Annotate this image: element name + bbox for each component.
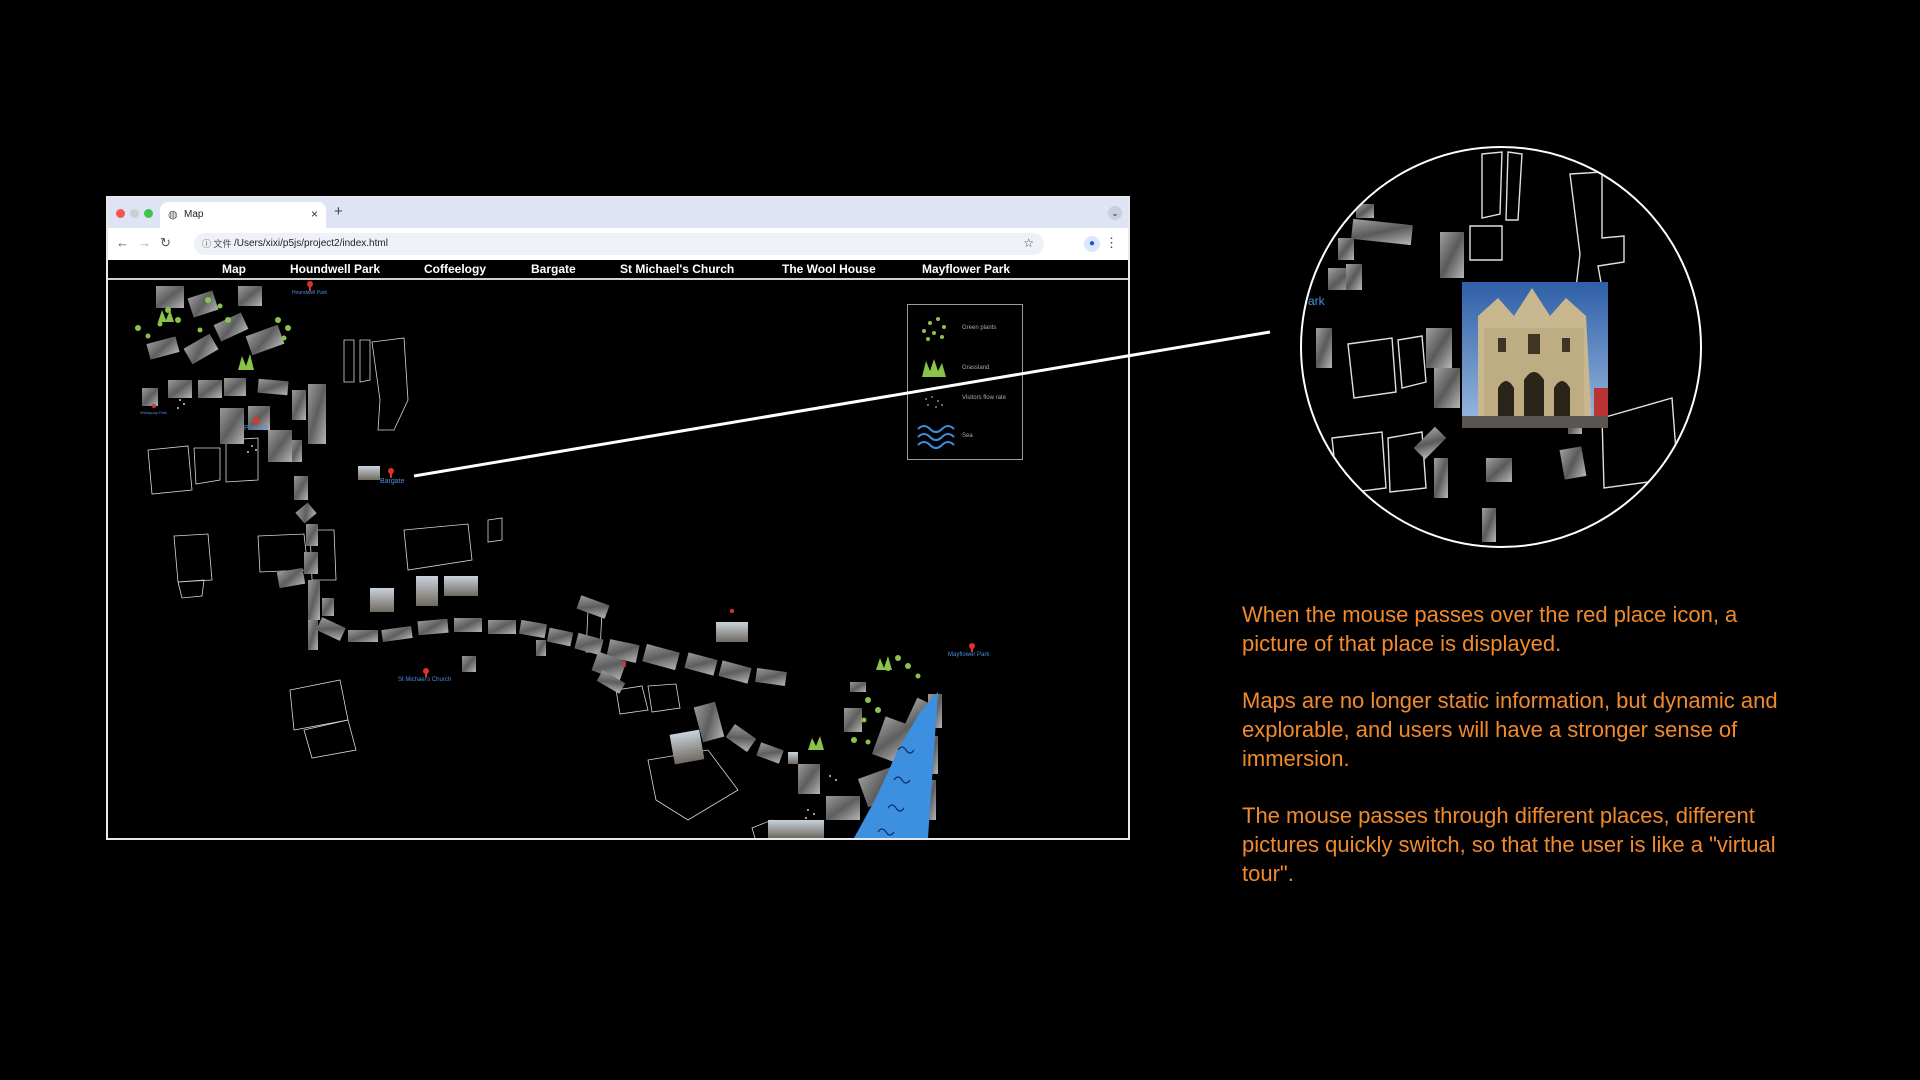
sea-icon bbox=[917, 425, 955, 449]
visitor-flow-dots bbox=[177, 399, 837, 819]
close-window-button[interactable] bbox=[116, 209, 125, 218]
browser-window: ◍ Map × + ⌄ ← → ↻ ⓘ 文件 /Users/xixi/p5js/… bbox=[106, 196, 1130, 840]
note-paragraph-1: When the mouse passes over the red place… bbox=[1242, 602, 1738, 656]
tab-bar: ◍ Map × + ⌄ bbox=[108, 198, 1128, 228]
browser-toolbar: ← → ↻ ⓘ 文件 /Users/xixi/p5js/project2/ind… bbox=[108, 228, 1128, 261]
forward-icon[interactable]: → bbox=[138, 235, 151, 250]
browser-menu-icon[interactable]: ⋮ bbox=[1105, 235, 1118, 250]
label-bargate: Bargate bbox=[380, 478, 405, 485]
sea-area bbox=[854, 692, 938, 838]
nav-item-houndwell-park[interactable]: Houndwell Park bbox=[290, 262, 381, 276]
legend-label-sea: Sea bbox=[962, 433, 973, 439]
profile-avatar-icon[interactable]: ● bbox=[1084, 236, 1100, 252]
pin-tudor bbox=[622, 663, 626, 667]
pin-westquay bbox=[152, 404, 156, 408]
globe-icon: ◍ bbox=[168, 209, 178, 221]
legend-label-green-plants: Green plants bbox=[962, 325, 997, 331]
note-paragraph-2: Maps are no longer static information, b… bbox=[1242, 688, 1778, 771]
legend-label-visitors-flow: Visitors flow rate bbox=[962, 395, 1006, 401]
place-pins[interactable] bbox=[152, 281, 975, 677]
nav-item-st-michaels-church[interactable]: St Michael's Church bbox=[620, 262, 735, 276]
tab-search-icon[interactable]: ⌄ bbox=[1108, 206, 1122, 220]
label-mayflower-park: Mayflower Park bbox=[948, 652, 990, 658]
map-canvas[interactable]: Houndwell Park Primark Bargate St Michae… bbox=[108, 280, 1128, 838]
address-bar[interactable]: ⓘ 文件 /Users/xixi/p5js/project2/index.htm… bbox=[194, 233, 1044, 255]
zoom-magnifier: ark bbox=[1300, 146, 1702, 548]
legend-icons bbox=[917, 317, 955, 449]
green-plants bbox=[135, 297, 921, 745]
new-tab-button[interactable]: + bbox=[334, 203, 343, 220]
legend-label-grassland: Grassland bbox=[962, 365, 990, 371]
browser-tab[interactable]: ◍ Map × bbox=[160, 202, 326, 228]
tab-title: Map bbox=[184, 209, 204, 220]
grassland-icon bbox=[922, 359, 946, 377]
pin-houndwell-park bbox=[307, 281, 313, 291]
zoom-map-detail bbox=[1316, 151, 1679, 542]
label-westquay: Westquay Park bbox=[140, 410, 167, 415]
visitors-flow-icon bbox=[925, 396, 943, 408]
pin-mayflower-park bbox=[969, 643, 975, 652]
reload-icon[interactable]: ↻ bbox=[160, 235, 171, 250]
maximize-window-button[interactable] bbox=[144, 209, 153, 218]
site-info-icon[interactable]: ⓘ 文件 bbox=[202, 239, 232, 249]
pin-bargate bbox=[388, 468, 394, 478]
photo-tiles[interactable] bbox=[142, 286, 942, 838]
site-navigation: Map Houndwell Park Coffeelogy Bargate St… bbox=[108, 260, 1128, 280]
label-houndwell-park: Houndwell Park bbox=[292, 290, 328, 296]
note-paragraph-3: The mouse passes through different place… bbox=[1242, 803, 1776, 886]
grassland-icons bbox=[158, 310, 892, 750]
green-plants-icon bbox=[922, 317, 946, 341]
bookmark-star-icon[interactable]: ☆ bbox=[1023, 236, 1034, 250]
nav-item-mayflower-park[interactable]: Mayflower Park bbox=[922, 262, 1011, 276]
label-primark: Primark bbox=[244, 425, 269, 432]
zoom-partial-place-label: ark bbox=[1308, 294, 1325, 308]
nav-item-bargate[interactable]: Bargate bbox=[531, 262, 576, 276]
url-text[interactable]: /Users/xixi/p5js/project2/index.html bbox=[234, 238, 388, 249]
back-icon[interactable]: ← bbox=[116, 235, 129, 250]
pin-primark bbox=[253, 417, 259, 427]
minimize-window-button[interactable] bbox=[130, 209, 139, 218]
map-legend: Green plants Grassland Visitors flow rat… bbox=[907, 304, 1023, 460]
label-st-michaels: St Michael's Church bbox=[398, 677, 451, 683]
building-outlines bbox=[147, 337, 780, 838]
nav-item-coffeelogy[interactable]: Coffeelogy bbox=[424, 262, 487, 276]
explanation-text: When the mouse passes over the red place… bbox=[1242, 600, 1802, 916]
bargate-photo bbox=[1462, 282, 1608, 428]
interactive-map[interactable]: Houndwell Park Primark Bargate St Michae… bbox=[108, 280, 1128, 838]
pin-st-michaels bbox=[423, 668, 429, 677]
nav-item-map[interactable]: Map bbox=[222, 262, 246, 276]
nav-item-the-wool-house[interactable]: The Wool House bbox=[782, 262, 876, 276]
pin-wool-house bbox=[730, 609, 734, 613]
close-tab-icon[interactable]: × bbox=[310, 207, 318, 221]
